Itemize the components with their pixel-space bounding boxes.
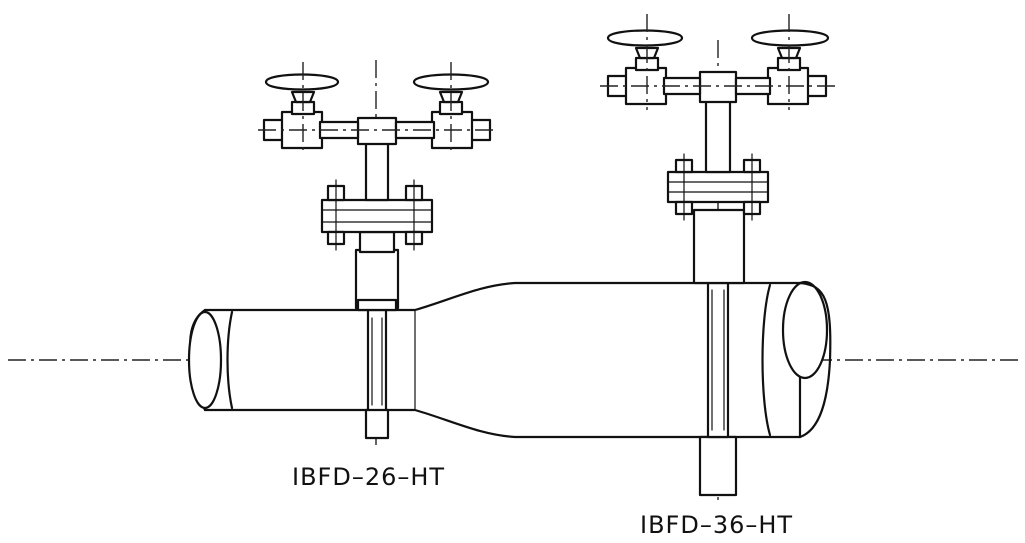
left-assembly	[258, 60, 496, 445]
right-assembly-label: IBFD–36–HT	[640, 511, 793, 539]
left-assembly-label: IBFD–26–HT	[292, 463, 445, 491]
pipe-body	[187, 280, 832, 439]
right-assembly	[600, 14, 836, 505]
